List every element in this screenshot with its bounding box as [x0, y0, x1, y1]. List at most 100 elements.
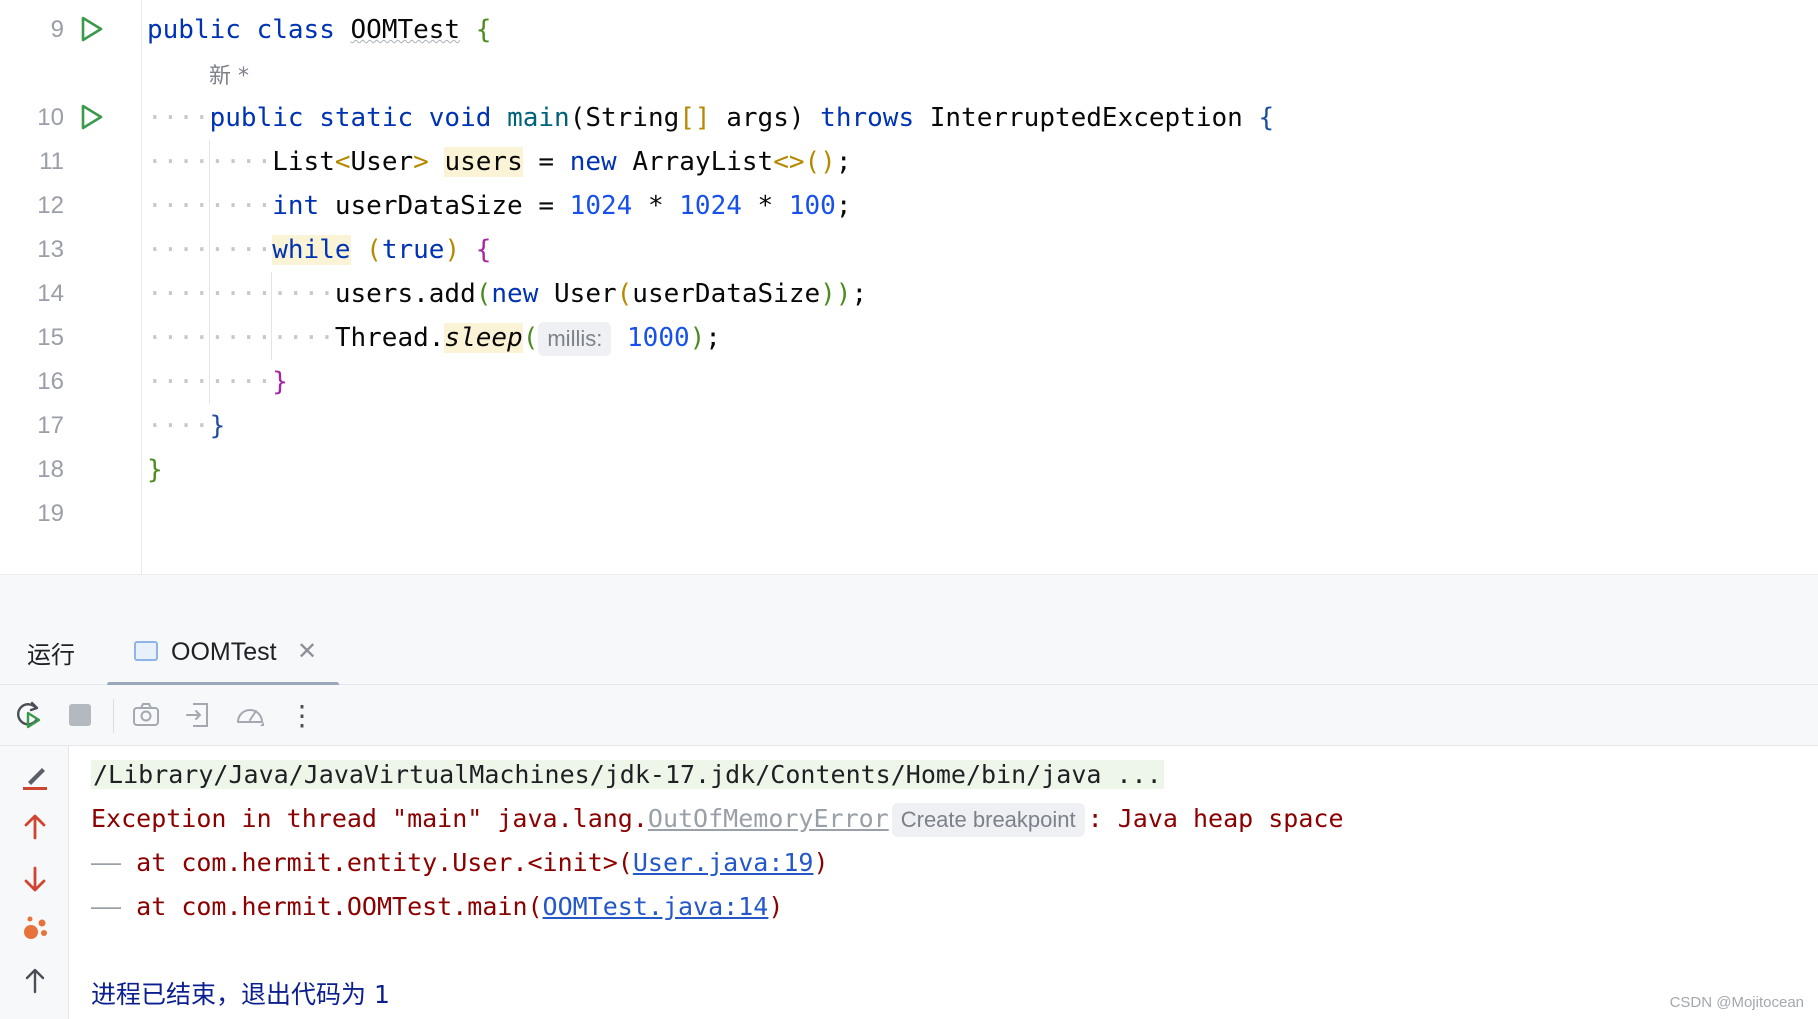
code-line-14[interactable]: ············users.add(new User(userDataS… — [147, 279, 868, 309]
code-area[interactable]: public class OOMTest { 新 * ····public st… — [147, 0, 1818, 574]
export-button[interactable] — [182, 699, 214, 731]
paren: ( — [366, 235, 382, 265]
code-line-12[interactable]: ········int userDataSize = 1024 * 1024 *… — [147, 191, 852, 221]
indent-guide — [271, 272, 272, 360]
line-number: 19 — [37, 500, 64, 527]
more-options-button[interactable]: ⋮ — [288, 699, 316, 731]
keyword: new — [491, 279, 539, 309]
line-number: 14 — [37, 280, 64, 307]
variable-highlight: users — [444, 147, 523, 177]
new-usage-hint[interactable]: 新 * — [209, 64, 249, 89]
run-main-icon[interactable] — [77, 103, 105, 131]
line-number: 17 — [37, 412, 64, 439]
number: 1024 — [679, 191, 742, 221]
exception-prefix: Exception in thread "main" java.lang. — [91, 804, 648, 833]
line-number: 12 — [37, 192, 64, 219]
line-number: 15 — [37, 324, 64, 351]
angle: > — [413, 147, 429, 177]
line-number: 13 — [37, 236, 64, 263]
trace-dash: —— — [91, 848, 122, 877]
keyword: void — [428, 103, 492, 133]
variable: userDataSize — [334, 191, 523, 221]
paren: )) — [820, 279, 852, 309]
line-number: 18 — [37, 456, 64, 483]
code-line-9[interactable]: public class OOMTest { — [147, 8, 491, 52]
tab-oomtest[interactable]: OOMTest ✕ — [107, 621, 339, 687]
operator: * — [757, 191, 774, 221]
type-name: User — [554, 279, 617, 309]
angle: < — [334, 147, 351, 177]
paren: ( — [522, 323, 539, 353]
static-method: sleep — [444, 323, 523, 353]
code-line-10[interactable]: ····public static void main(String[] arg… — [147, 103, 1275, 133]
paren: ) — [788, 103, 805, 133]
console-exception-line: Exception in thread "main" java.lang.Out… — [91, 797, 1344, 841]
rerun-button[interactable] — [12, 699, 44, 731]
class-ref: Thread. — [334, 323, 445, 353]
keyword: public — [147, 15, 241, 45]
create-breakpoint-button[interactable]: Create breakpoint — [891, 803, 1085, 837]
console-icon — [134, 641, 158, 661]
paren: ( — [616, 279, 633, 309]
variable: userDataSize — [632, 279, 821, 309]
code-line-11[interactable]: ········List<User> users = new ArrayList… — [147, 147, 852, 177]
dump-threads-button[interactable] — [130, 699, 162, 731]
run-tool-window: 运行 OOMTest ✕ ⋮ — [0, 621, 1818, 1019]
camera-icon — [133, 703, 159, 726]
stop-button[interactable] — [64, 699, 96, 731]
type-name: User — [350, 147, 414, 177]
java-command[interactable]: /Library/Java/JavaVirtualMachines/jdk-17… — [91, 760, 1164, 789]
brace: { — [475, 15, 492, 45]
editor-panel-divider[interactable] — [0, 574, 1818, 622]
line-number: 11 — [39, 148, 64, 175]
run-tab-bar: 运行 OOMTest ✕ — [0, 621, 1818, 687]
code-line-13[interactable]: ········while (true) { — [147, 235, 492, 265]
exception-class-link[interactable]: OutOfMemoryError — [647, 804, 889, 833]
debug-icon — [24, 916, 47, 939]
keyword: static — [319, 103, 414, 133]
arrow-top-icon — [25, 968, 45, 994]
keyword: true — [381, 235, 445, 265]
number: 1024 — [569, 191, 633, 221]
close-icon[interactable]: ✕ — [297, 638, 318, 665]
number: 1000 — [627, 323, 690, 353]
console-command-line: /Library/Java/JavaVirtualMachines/jdk-17… — [91, 753, 1164, 797]
stop-icon — [69, 704, 91, 726]
type-name: String — [585, 103, 680, 133]
code-editor[interactable]: 9 10 11 12 13 14 15 16 17 18 19 public c… — [0, 0, 1818, 574]
exception-message: : Java heap space — [1087, 804, 1344, 833]
source-link[interactable]: User.java:19 — [632, 848, 814, 877]
number: 100 — [788, 191, 836, 221]
indent-guide — [209, 140, 210, 404]
bracket: [] — [679, 103, 711, 133]
analyze-stacktrace-button[interactable] — [18, 912, 52, 946]
keyword: while — [272, 235, 351, 265]
code-line-15[interactable]: ············Thread.sleep(millis: 1000); — [147, 316, 721, 360]
code-line-18[interactable]: } — [147, 448, 163, 492]
scroll-down-button[interactable] — [18, 862, 52, 896]
code-line-16[interactable]: ········} — [147, 367, 288, 397]
export-icon — [186, 703, 208, 727]
run-class-icon[interactable] — [77, 15, 105, 43]
brace: { — [1258, 103, 1275, 133]
console-output[interactable]: /Library/Java/JavaVirtualMachines/jdk-17… — [69, 746, 1818, 1019]
watermark: CSDN @Mojitocean — [1669, 994, 1804, 1011]
scroll-to-top-button[interactable] — [18, 964, 52, 998]
trace-dash: —— — [91, 892, 122, 921]
line-number: 9 — [50, 16, 64, 43]
keyword: new — [569, 147, 617, 177]
source-link[interactable]: OOMTest.java:14 — [542, 892, 769, 921]
tab-label: OOMTest — [171, 638, 277, 666]
trace-close: ) — [813, 848, 829, 877]
code-line-17[interactable]: ····} — [147, 411, 226, 441]
arrow-up-icon — [24, 814, 46, 840]
clear-console-button[interactable] — [18, 760, 52, 794]
semicolon: ; — [705, 323, 721, 353]
active-tab-indicator — [107, 682, 339, 687]
profiler-button[interactable] — [234, 699, 266, 731]
operator: * — [647, 191, 664, 221]
trace-text: at com.hermit.entity.User.<init>( — [121, 848, 633, 877]
scroll-up-button[interactable] — [18, 810, 52, 844]
method-name: main — [507, 103, 570, 133]
trace-close: ) — [768, 892, 784, 921]
